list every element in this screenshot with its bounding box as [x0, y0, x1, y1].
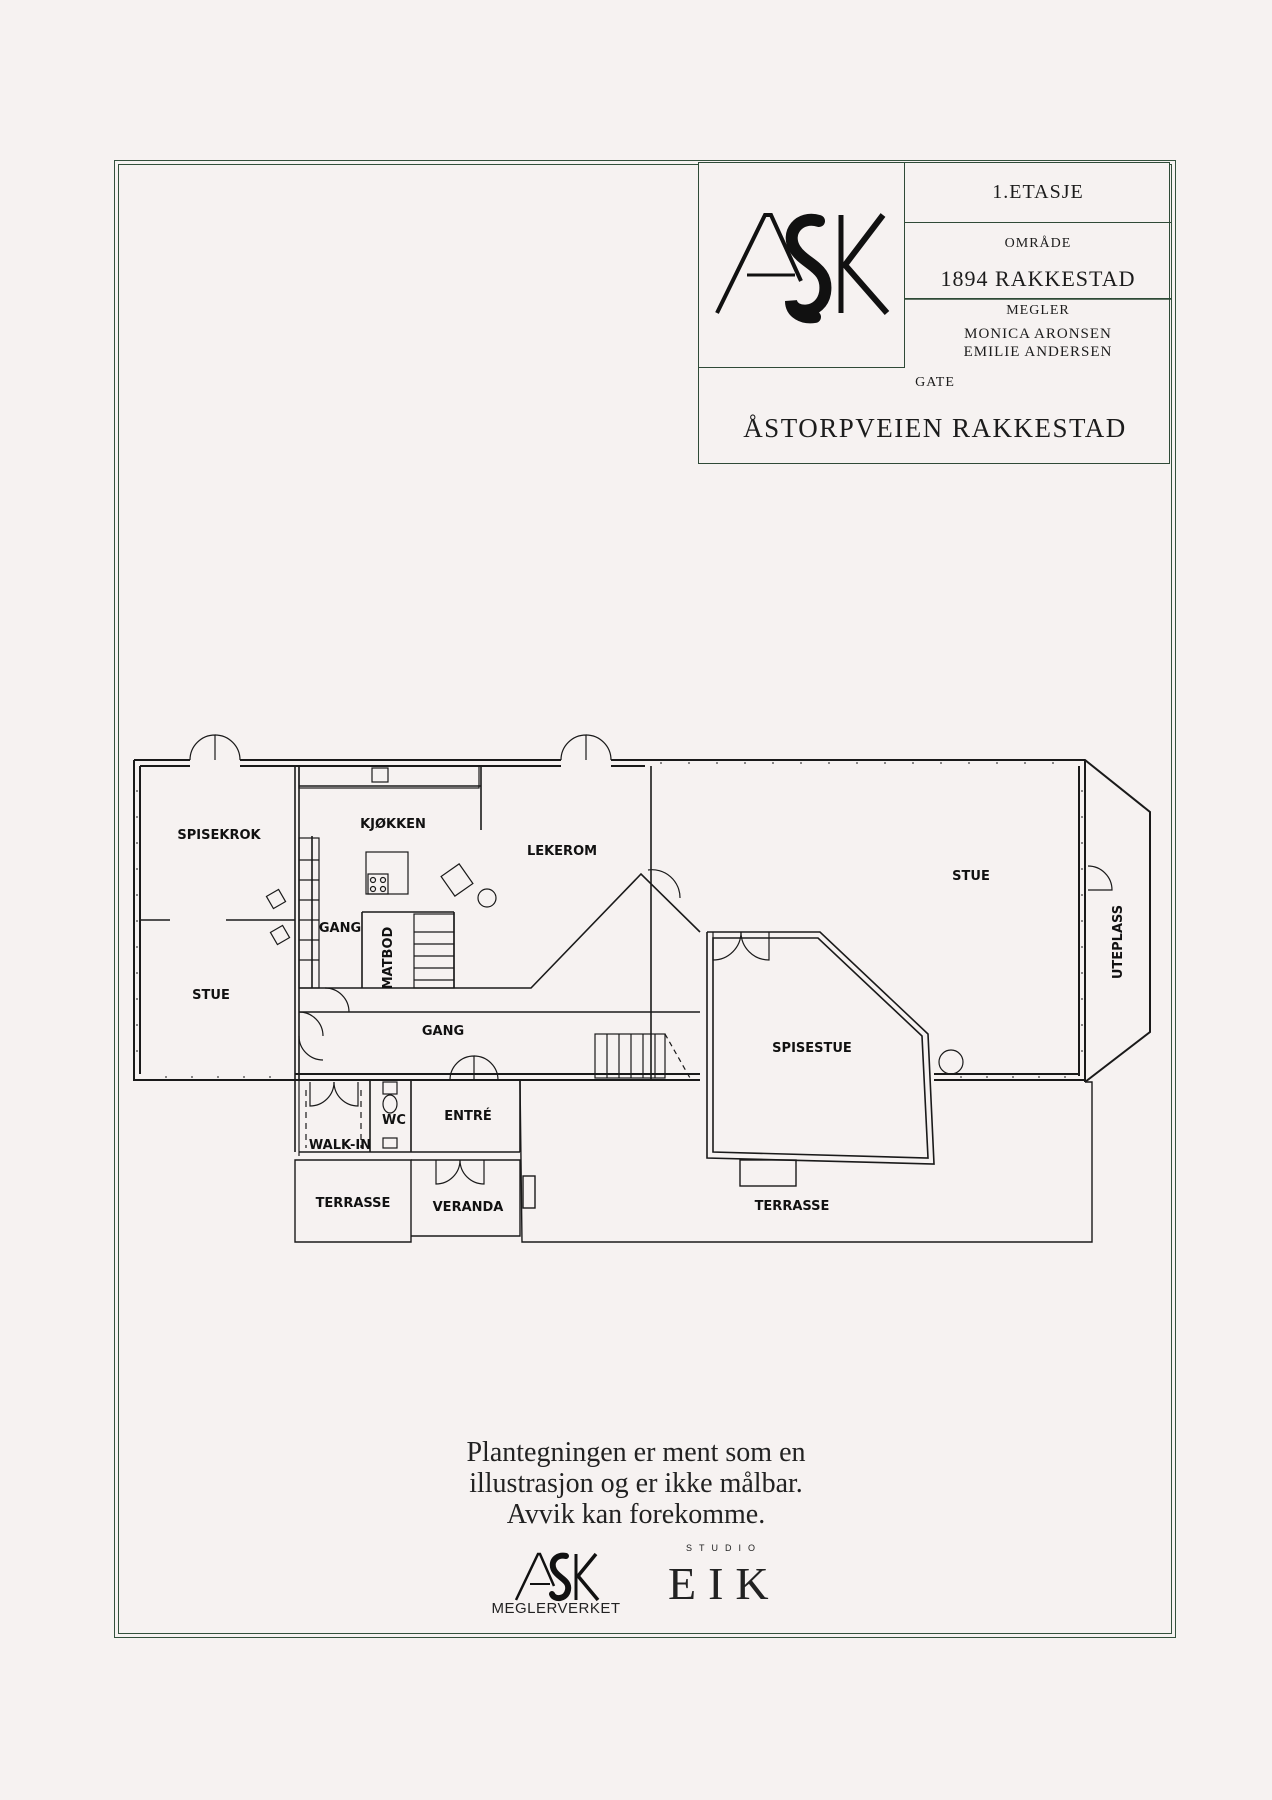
- floor-cell: 1.ETASJE: [905, 163, 1171, 223]
- street-value: ÅSTORPVEIEN RAKKESTAD: [743, 413, 1127, 443]
- eik-logo-text: EIK: [668, 1558, 781, 1609]
- room-matbod: MATBOD: [381, 926, 396, 989]
- room-terrasse-right: TERRASSE: [755, 1199, 830, 1214]
- area-value: 1894 RAKKESTAD: [940, 266, 1136, 291]
- title-block: 1.ETASJE OMRÅDE 1894 RAKKESTAD MEGLER MO…: [698, 162, 1172, 464]
- small-rooms: [298, 1080, 398, 1156]
- room-spisekrok: SPISEKROK: [177, 828, 261, 843]
- footer-ask-logo: [514, 1552, 600, 1602]
- studio-label: STUDIO: [685, 1543, 762, 1553]
- room-kjokken: KJØKKEN: [360, 817, 426, 832]
- room-stue-right: STUE: [952, 869, 990, 884]
- meglerverket-label: MEGLERVERKET: [491, 1600, 621, 1617]
- ask-logo: [715, 213, 890, 324]
- room-entre: ENTRÉ: [444, 1108, 492, 1124]
- title-block-lines: [904, 298, 1172, 300]
- room-spisestue: SPISESTUE: [772, 1041, 852, 1056]
- room-walk-in: WALK-IN: [309, 1138, 371, 1153]
- room-stue-left: STUE: [192, 988, 230, 1003]
- stairs: [413, 913, 691, 1079]
- broker-name-1: MONICA ARONSEN: [964, 326, 1112, 342]
- disclaimer-line-1: Plantegningen er ment som en: [466, 1437, 806, 1468]
- room-veranda: VERANDA: [433, 1200, 504, 1215]
- room-gang: GANG: [422, 1024, 464, 1039]
- room-terrasse-left: TERRASSE: [316, 1196, 391, 1211]
- disclaimer: Plantegningen er ment som en illustrasjo…: [0, 1437, 1272, 1530]
- area-label: OMRÅDE: [1004, 236, 1072, 251]
- floor-label: 1.ETASJE: [992, 181, 1084, 203]
- page-frame: [114, 160, 1176, 1638]
- terraces: [294, 1079, 1093, 1243]
- broker-name-2: EMILIE ANDERSEN: [963, 344, 1113, 360]
- disclaimer-line-2: illustrasjon og er ikke målbar.: [469, 1468, 803, 1499]
- kitchen-counters: [298, 765, 480, 989]
- interior-walls: [140, 766, 935, 1165]
- room-wc: WC: [382, 1113, 406, 1128]
- room-gang-small: GANG: [319, 921, 361, 936]
- room-lekerom: LEKEROM: [527, 844, 597, 859]
- broker-label: MEGLER: [1006, 303, 1070, 318]
- disclaimer-line-3: Avvik kan forekomme.: [506, 1499, 766, 1530]
- broker-cell: MEGLER MONICA ARONSEN EMILIE ANDERSEN: [905, 299, 1171, 368]
- street-label: GATE: [915, 375, 955, 390]
- street-cell: GATE ÅSTORPVEIEN RAKKESTAD: [699, 368, 1171, 463]
- room-uteplass: UTEPLASS: [1111, 905, 1126, 979]
- doors: [189, 734, 1113, 1185]
- logo-cell: [699, 163, 905, 368]
